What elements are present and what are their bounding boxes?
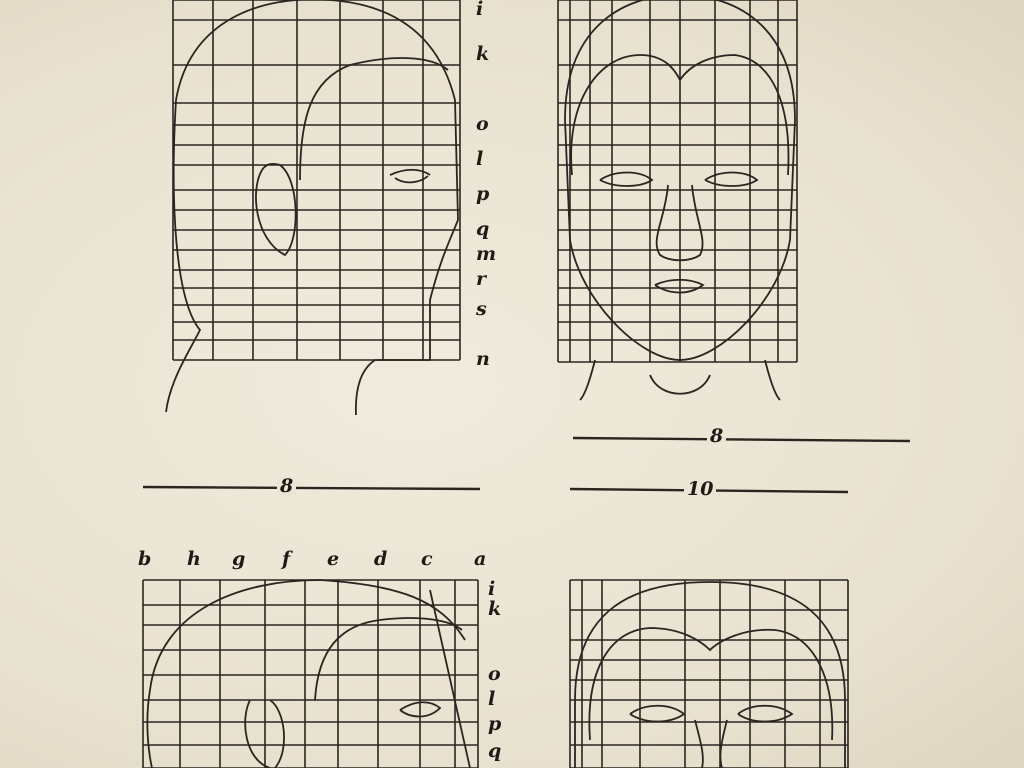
- top-letter: c: [421, 548, 433, 570]
- measure-line-left-8: [142, 485, 481, 491]
- profile2-face-line: [429, 589, 471, 768]
- profile-hair: [299, 57, 449, 181]
- front-hair: [570, 54, 790, 176]
- side-letter: p: [476, 183, 490, 205]
- top-letter: b: [138, 548, 152, 570]
- side-letter: n: [476, 348, 490, 370]
- side-letter: r: [476, 268, 487, 290]
- top-letter: d: [374, 548, 388, 570]
- profile-head-outline: [165, 0, 459, 416]
- front-eyes: [599, 171, 759, 187]
- profile2-head-outline: [146, 579, 466, 768]
- side-letter: l: [476, 148, 484, 170]
- front-mouth: [654, 278, 705, 294]
- side-letter: i: [476, 0, 484, 20]
- top-letter: g: [232, 548, 246, 570]
- profile2-ear: [244, 699, 285, 768]
- side-letter: p: [488, 713, 502, 735]
- side-letter: s: [476, 298, 487, 320]
- front-nose: [655, 184, 704, 262]
- front2-hair: [588, 627, 834, 741]
- side-letter: o: [488, 663, 501, 685]
- measure-line-right-8: [572, 436, 911, 443]
- front2-head-outline: [574, 581, 846, 768]
- side-letter: q: [476, 218, 490, 240]
- top-letter: h: [187, 548, 201, 570]
- side-letter: i: [488, 578, 496, 600]
- measure-label-left: 8: [277, 477, 297, 496]
- profile-ear: [255, 162, 297, 257]
- front2-eyes: [629, 704, 794, 723]
- measure-label-right-8: 8: [707, 427, 727, 446]
- side-letter: o: [476, 113, 489, 135]
- profile-eye: [389, 168, 431, 184]
- top-letter: a: [474, 548, 487, 570]
- measure-lines: [142, 436, 911, 494]
- profile2-hair: [314, 617, 463, 701]
- front-neck: [579, 359, 781, 401]
- side-letter: l: [488, 688, 496, 710]
- front-head-outline: [564, 0, 796, 361]
- profile2-eye: [399, 701, 442, 718]
- side-letter: q: [488, 740, 502, 762]
- top-letter: e: [327, 548, 340, 570]
- side-letter: m: [476, 243, 497, 265]
- side-letter: k: [488, 598, 502, 620]
- measure-label-right-10: 10: [684, 480, 717, 499]
- head-outlines: [146, 0, 846, 768]
- front2-nose: [694, 719, 728, 768]
- side-letter: k: [476, 43, 490, 65]
- top-letter: f: [282, 548, 291, 570]
